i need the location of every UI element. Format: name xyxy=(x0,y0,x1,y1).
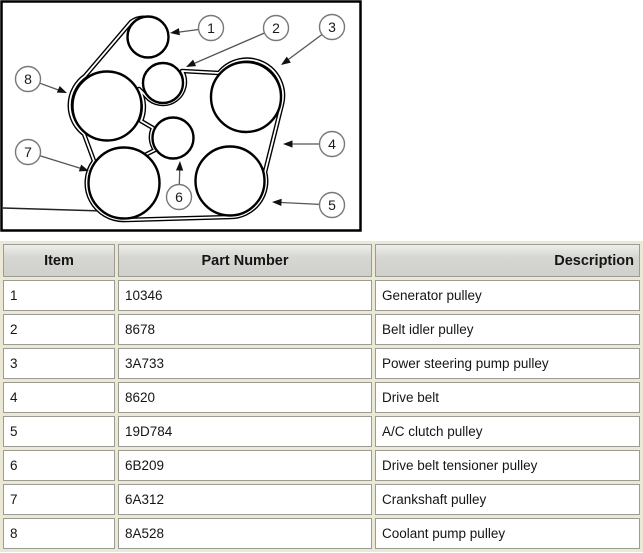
cell-description: Generator pulley xyxy=(375,280,640,311)
cell-part-number: 10346 xyxy=(118,280,372,311)
cell-item: 4 xyxy=(3,382,115,413)
table-row: 6 6B209 Drive belt tensioner pulley xyxy=(3,450,640,481)
callout-label-1: 1 xyxy=(207,20,215,36)
arrow-6-icon xyxy=(175,161,184,171)
callout-circle-8 xyxy=(14,65,42,93)
callout-label-6: 6 xyxy=(175,189,183,205)
arrow-5-icon xyxy=(272,198,282,206)
cell-part-number: 6A312 xyxy=(118,484,372,515)
callout-label-3: 3 xyxy=(328,19,336,35)
callout-label-8: 8 xyxy=(24,71,32,87)
cell-description: Crankshaft pulley xyxy=(375,484,640,515)
cell-description: Coolant pump pulley xyxy=(375,518,640,549)
cell-item: 8 xyxy=(3,518,115,549)
callout-circle-4 xyxy=(318,130,346,158)
table-row: 7 6A312 Crankshaft pulley xyxy=(3,484,640,515)
callout-circle-2 xyxy=(262,14,290,42)
pulley-ac-clutch xyxy=(194,145,266,217)
cell-item: 3 xyxy=(3,348,115,379)
callout-label-4: 4 xyxy=(328,136,336,152)
callout-circle-6 xyxy=(165,183,193,211)
parts-table-section: Item Part Number Description 1 10346 Gen… xyxy=(0,241,643,552)
leader-6 xyxy=(178,167,181,185)
leader-1 xyxy=(175,28,199,34)
parts-table: Item Part Number Description 1 10346 Gen… xyxy=(0,241,643,552)
cell-description: A/C clutch pulley xyxy=(375,416,640,447)
cell-item: 5 xyxy=(3,416,115,447)
arrow-2-icon xyxy=(186,59,197,67)
leader-2 xyxy=(191,32,265,65)
cell-description: Power steering pump pulley xyxy=(375,348,640,379)
belt-diagram-svg: 1 2 3 4 5 6 7 8 xyxy=(0,0,362,232)
column-header-part-number: Part Number xyxy=(118,244,372,277)
arrow-8-icon xyxy=(56,85,67,93)
table-row: 5 19D784 A/C clutch pulley xyxy=(3,416,640,447)
leader-7 xyxy=(39,155,83,170)
cell-item: 1 xyxy=(3,280,115,311)
pulley-tensioner xyxy=(151,116,195,160)
pulley-crankshaft xyxy=(87,146,161,220)
callout-circle-5 xyxy=(318,191,346,219)
cell-item: 7 xyxy=(3,484,115,515)
callout-circle-7 xyxy=(14,138,42,166)
leader-3 xyxy=(286,33,323,62)
table-row: 8 8A528 Coolant pump pulley xyxy=(3,518,640,549)
cell-part-number: 8A528 xyxy=(118,518,372,549)
table-row: 4 8620 Drive belt xyxy=(3,382,640,413)
callout-circle-1 xyxy=(197,14,225,42)
column-header-item: Item xyxy=(3,244,115,277)
callout-balloons: 1 2 3 4 5 6 7 8 xyxy=(14,13,346,219)
table-row: 1 10346 Generator pulley xyxy=(3,280,640,311)
cell-item: 2 xyxy=(3,314,115,345)
belt-routing-diagram: 1 2 3 4 5 6 7 8 xyxy=(0,0,365,236)
leader-5 xyxy=(278,201,320,206)
callout-label-7: 7 xyxy=(24,144,32,160)
table-header-row: Item Part Number Description xyxy=(3,244,640,277)
arrow-1-icon xyxy=(170,28,180,36)
pulley-power-steering xyxy=(209,60,283,134)
table-row: 3 3A733 Power steering pump pulley xyxy=(3,348,640,379)
cell-item: 6 xyxy=(3,450,115,481)
column-header-description: Description xyxy=(375,244,640,277)
cell-description: Drive belt tensioner pulley xyxy=(375,450,640,481)
callout-label-5: 5 xyxy=(328,197,336,213)
cell-part-number: 19D784 xyxy=(118,416,372,447)
cell-part-number: 8620 xyxy=(118,382,372,413)
callout-leaders xyxy=(39,28,323,206)
belt-baseline-stub xyxy=(2,207,104,212)
callout-label-2: 2 xyxy=(272,20,280,36)
arrow-3-icon xyxy=(281,56,291,65)
cell-description: Belt idler pulley xyxy=(375,314,640,345)
cell-part-number: 6B209 xyxy=(118,450,372,481)
pulley-generator xyxy=(126,15,170,59)
cell-part-number: 3A733 xyxy=(118,348,372,379)
leader-8 xyxy=(39,82,61,92)
callout-circle-3 xyxy=(318,13,346,41)
drive-belt-path-inner xyxy=(68,16,284,221)
arrow-7-icon xyxy=(78,164,89,172)
cell-description: Drive belt xyxy=(375,382,640,413)
cell-part-number: 8678 xyxy=(118,314,372,345)
arrow-4-icon xyxy=(283,140,293,148)
pulley-belt-idler xyxy=(141,61,185,105)
pulley-coolant-pump xyxy=(71,70,143,142)
table-row: 2 8678 Belt idler pulley xyxy=(3,314,640,345)
